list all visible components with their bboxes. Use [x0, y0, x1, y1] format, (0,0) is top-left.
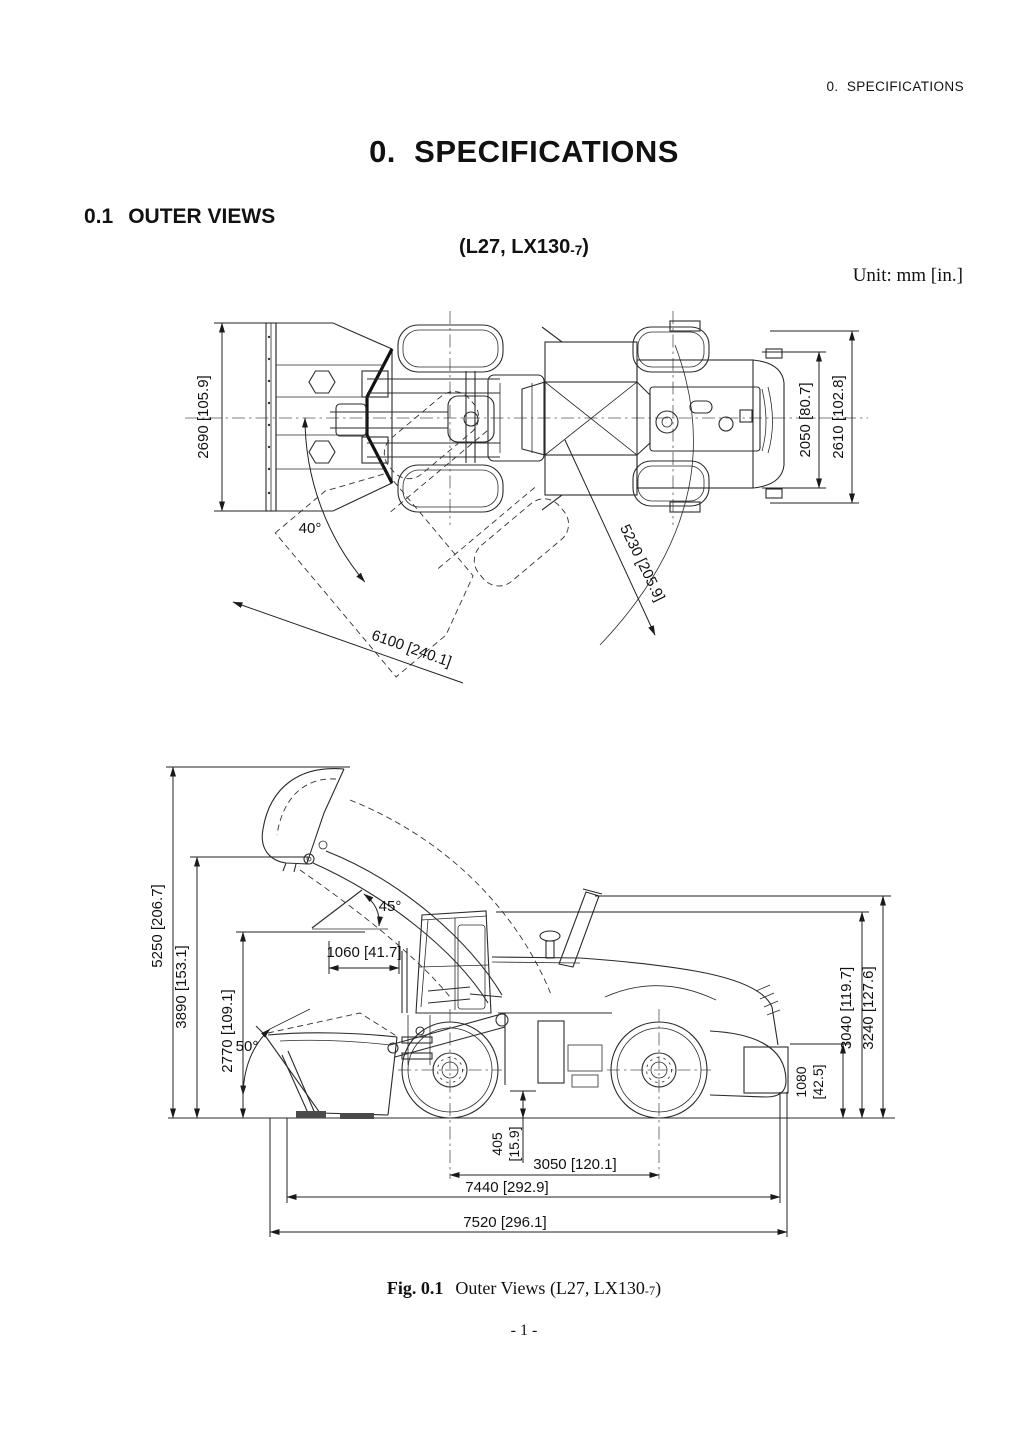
dim-length-to-bucket-label: 7440 [292.9]: [465, 1179, 548, 1196]
dim-rear-height-in-label: [42.5]: [810, 1064, 826, 1099]
dim-turning-radius-label: 5230 [205.9]: [616, 522, 668, 604]
dim-overall-height-raised-label: 5250 [206.7]: [150, 884, 166, 967]
dim-overall-width-label: 2610 [102.8]: [830, 375, 847, 458]
model-prefix: (L27, LX130: [459, 236, 571, 258]
figure-caption: Fig. 0.1 Outer Views (L27, LX130-7): [387, 1278, 661, 1299]
dim-steering-angle-label: 40°: [299, 520, 322, 537]
figure-caption-text: Outer Views (L27, LX130: [455, 1278, 645, 1298]
model-designation: (L27, LX130-7): [459, 236, 589, 259]
model-suffix: ): [582, 236, 589, 258]
top-view-steering-envelope: [232, 344, 694, 684]
dim-hinge-pin-height-label: 3890 [153.1]: [173, 945, 190, 1028]
side-view-cab: [401, 910, 492, 1065]
page-title: 0. SPECIFICATIONS: [369, 134, 679, 169]
top-view-centerlines: [185, 311, 868, 525]
running-header: 0. SPECIFICATIONS: [826, 79, 964, 94]
dim-ground-clearance-in-label: [15.9]: [506, 1126, 522, 1161]
unit-note: Unit: mm [in.]: [852, 265, 963, 286]
side-view-bucket-ground: [240, 1008, 399, 1119]
dim-tread-width-label: 2050 [80.7]: [797, 382, 814, 457]
side-view-dimensions: 5250 [206.7] 3890 [153.1] 2770 [109.1] 4…: [150, 766, 891, 1237]
dim-rear-height-mm-label: 1080: [793, 1066, 809, 1097]
dim-dump-angle-label: 45°: [379, 898, 402, 915]
top-view-front-tires: [397, 324, 504, 513]
figure-caption-subscript: -7: [644, 1284, 656, 1299]
side-view-drawing: 5250 [206.7] 3890 [153.1] 2770 [109.1] 4…: [150, 766, 895, 1237]
dim-overall-height-label: 3240 [127.6]: [860, 966, 877, 1049]
dim-overall-length-label: 7520 [296.1]: [463, 1214, 546, 1231]
dim-bucket-width-label: 2690 [105.9]: [195, 375, 212, 458]
side-view-lift-arm: [387, 986, 509, 1058]
dim-wheelbase-label: 3050 [120.1]: [533, 1156, 616, 1173]
side-view-raised-bucket: [261, 767, 553, 1004]
dim-dump-clearance-label: 2770 [109.1]: [219, 989, 236, 1072]
dim-dump-reach-label: 1060 [41.7]: [326, 944, 401, 961]
top-view-drawing: 2690 [105.9] 2050 [80.7] 2610 [102.8] 40…: [185, 311, 868, 684]
section-number: 0.1: [84, 205, 114, 228]
side-view-wheels: [401, 1021, 708, 1119]
top-view-lift-arms: [330, 370, 500, 464]
top-view-front-frame: [487, 374, 545, 462]
dim-cab-height-label: 3040 [119.7]: [838, 967, 855, 1049]
figure-caption-suffix: ): [655, 1278, 662, 1298]
section-heading: 0.1 OUTER VIEWS: [84, 205, 275, 229]
side-view-rear-body: [491, 888, 789, 1098]
top-view-bucket: [265, 322, 394, 512]
model-subscript: -7: [570, 242, 583, 258]
dim-rollback-angle-label: 50°: [236, 1038, 259, 1055]
section-title: OUTER VIEWS: [128, 205, 276, 228]
page-number: - 1 -: [510, 1322, 538, 1339]
top-view-mid-platform: [521, 326, 651, 511]
side-view-centerlines: [398, 1009, 711, 1179]
top-view-rear-body: [632, 320, 785, 513]
dim-ground-clearance-mm-label: 405: [489, 1132, 505, 1156]
figure-label: Fig. 0.1: [386, 1278, 444, 1298]
